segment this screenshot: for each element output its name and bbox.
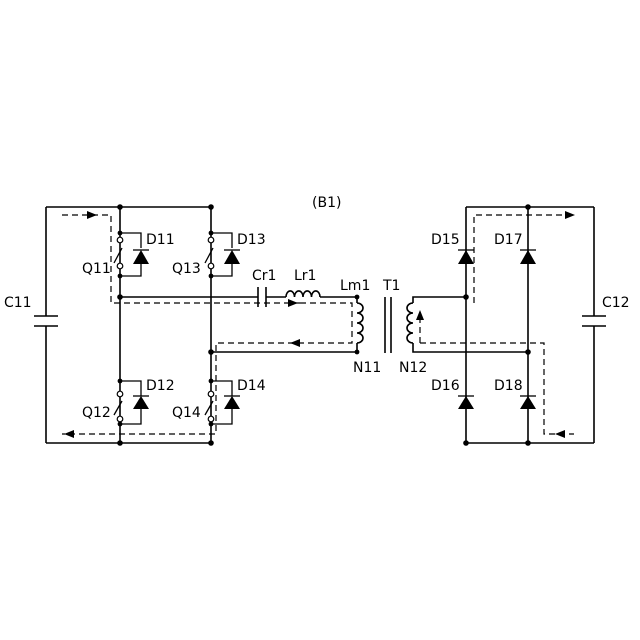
current-path-primary (62, 211, 352, 438)
diode-d17 (520, 250, 536, 264)
label-d15: D15 (431, 232, 460, 248)
diode-d16 (458, 396, 474, 409)
label-d14: D14 (237, 378, 266, 394)
label-d11: D11 (146, 232, 175, 248)
label-c11: C11 (4, 295, 32, 311)
capacitor-c11 (34, 316, 58, 326)
label-n12: N12 (399, 360, 427, 376)
label-q13: Q13 (172, 261, 201, 277)
label-q12: Q12 (82, 405, 111, 421)
switch-q11 (114, 237, 123, 269)
resonant-inductor-lr1 (286, 291, 320, 297)
label-t1: T1 (382, 278, 400, 294)
diode-d14 (211, 381, 240, 424)
label-d16: D16 (431, 378, 460, 394)
diode-d15 (458, 250, 474, 264)
diode-d13 (211, 233, 240, 276)
label-d12: D12 (146, 378, 175, 394)
label-c12: C12 (602, 295, 630, 311)
label-d13: D13 (237, 232, 266, 248)
capacitor-c12 (582, 316, 606, 326)
primary-winding-terminal (355, 350, 360, 355)
label-lm1: Lm1 (340, 278, 370, 294)
resonant-capacitor-cr1 (258, 287, 266, 307)
switch-q12 (114, 391, 123, 422)
label-n11: N11 (353, 360, 381, 376)
switch-q13 (205, 237, 214, 269)
label-d17: D17 (494, 232, 523, 248)
primary-winding-terminal (355, 295, 360, 300)
label-cr1: Cr1 (252, 268, 276, 284)
label-q11: Q11 (82, 261, 111, 277)
diode-d12 (120, 381, 149, 424)
label-lr1: Lr1 (294, 268, 316, 284)
label-q14: Q14 (172, 405, 201, 421)
transformer-t1 (357, 297, 413, 353)
figure-label: (B1) (312, 195, 341, 211)
switch-q14 (205, 391, 214, 422)
diode-d11 (120, 233, 149, 276)
label-d18: D18 (494, 378, 523, 394)
diode-d18 (520, 396, 536, 409)
